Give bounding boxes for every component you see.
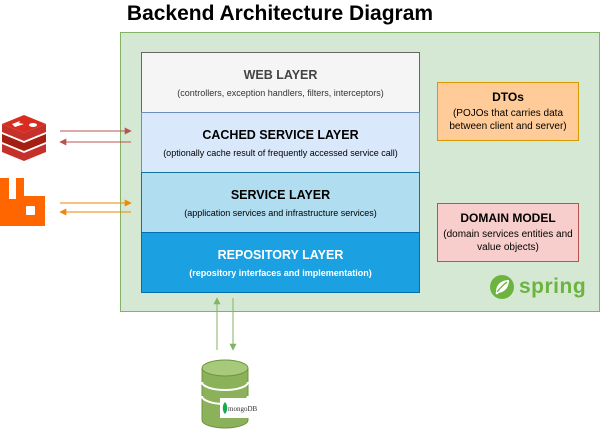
- rabbitmq-icon: [0, 178, 45, 226]
- mongodb-label: mongoDB: [228, 405, 258, 413]
- repository-layer-desc: (repository interfaces and implementatio…: [189, 267, 372, 278]
- domain-model-box: DOMAIN MODEL (domain services entities a…: [437, 203, 579, 262]
- domain-model-desc-line1: (domain services entities and: [443, 229, 573, 240]
- dtos-box: DTOs (POJOs that carries data between cl…: [437, 82, 579, 141]
- dtos-desc-line1: (POJOs that carries data: [452, 108, 564, 119]
- service-layer-desc: (application services and infrastructure…: [184, 207, 377, 218]
- cached-service-layer-desc: (optionally cache result of frequently a…: [163, 147, 398, 158]
- spring-wordmark: spring: [519, 275, 587, 298]
- diagram-title: Backend Architecture Diagram: [126, 2, 434, 25]
- cached-service-layer: CACHED SERVICE LAYER (optionally cache r…: [141, 112, 420, 173]
- spring-logo: spring: [489, 274, 586, 300]
- mongodb-icon: [201, 359, 250, 429]
- web-layer-desc: (controllers, exception handlers, filter…: [177, 87, 384, 98]
- cached-service-layer-name: CACHED SERVICE LAYER: [202, 127, 359, 142]
- spring-leaf-icon: [490, 275, 514, 299]
- service-layer: SERVICE LAYER (application services and …: [141, 172, 420, 233]
- domain-model-desc-line2: value objects): [477, 242, 539, 253]
- dtos-name: DTOs: [492, 90, 524, 104]
- service-layer-name: SERVICE LAYER: [230, 187, 331, 202]
- repository-layer: REPOSITORY LAYER (repository interfaces …: [141, 232, 420, 293]
- web-layer-name: WEB LAYER: [243, 67, 318, 82]
- redis-icon: [2, 115, 46, 161]
- repository-layer-name: REPOSITORY LAYER: [217, 247, 344, 262]
- dtos-desc-line2: between client and server): [449, 121, 567, 132]
- domain-model-name: DOMAIN MODEL: [460, 211, 556, 225]
